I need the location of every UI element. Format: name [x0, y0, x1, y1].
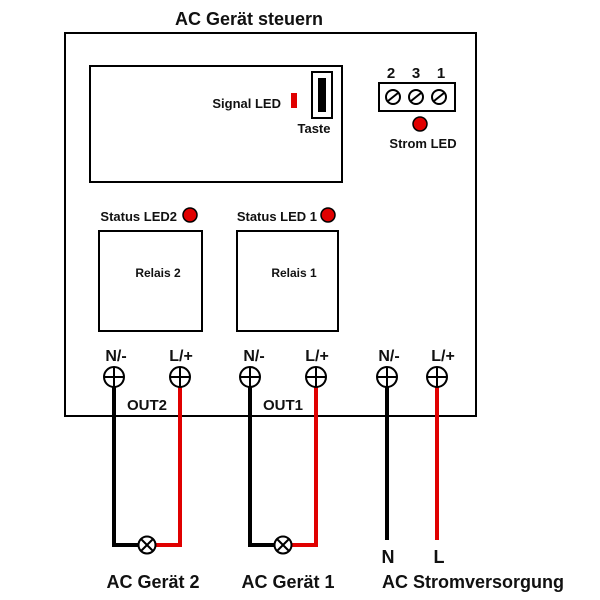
- status-led2-label: Status LED2: [100, 209, 177, 224]
- button-label: Taste: [298, 121, 331, 136]
- out1-n-terminal-icon: [239, 366, 261, 388]
- supply-n-letter: N: [382, 547, 395, 567]
- status-led1-label: Status LED 1: [237, 209, 317, 224]
- device1-lamp-icon: [273, 535, 293, 555]
- out2-n-terminal-icon: [103, 366, 125, 388]
- terminal-screw-icon: [431, 89, 447, 105]
- power-terminal-block: [378, 82, 456, 112]
- device2-lamp-icon: [137, 535, 157, 555]
- supply-n-label: N/-: [378, 348, 399, 365]
- out2-n-label: N/-: [105, 348, 126, 365]
- supply-l-label: L/+: [431, 348, 455, 365]
- out1-neutral-wire: [248, 377, 275, 547]
- terminal-screw-icon: [385, 89, 401, 105]
- supply-n-terminal-icon: [376, 366, 398, 388]
- device1-label: AC Gerät 1: [241, 572, 334, 592]
- power-terminal-number-2: 2: [387, 65, 395, 82]
- push-button-icon[interactable]: [311, 71, 333, 119]
- out1-n-label: N/-: [243, 348, 264, 365]
- power-led-icon: [412, 116, 428, 132]
- status-led2-icon: [182, 207, 198, 223]
- device2-label: AC Gerät 2: [106, 572, 199, 592]
- signal-led-label: Signal LED: [212, 96, 281, 111]
- out2-l-terminal-icon: [169, 366, 191, 388]
- relay1-label: Relais 1: [271, 266, 317, 280]
- relay-1: [236, 230, 339, 332]
- power-led-label: Strom LED: [389, 136, 456, 151]
- receiver-board: [89, 65, 343, 183]
- status-led1-icon: [320, 207, 336, 223]
- out2-label: OUT2: [127, 397, 167, 414]
- out1-l-terminal-icon: [305, 366, 327, 388]
- out1-label: OUT1: [263, 397, 303, 414]
- power-terminal-number-1: 1: [437, 65, 445, 82]
- out2-live-wire: [155, 377, 182, 547]
- relay2-label: Relais 2: [135, 266, 181, 280]
- out2-l-label: L/+: [169, 348, 193, 365]
- power-terminal-number-3: 3: [412, 65, 420, 82]
- supply-l-terminal-icon: [426, 366, 448, 388]
- supply-l-letter: L: [434, 547, 445, 567]
- terminal-screw-icon: [408, 89, 424, 105]
- out1-live-wire: [292, 377, 318, 547]
- out1-l-label: L/+: [305, 348, 329, 365]
- relay-2: [98, 230, 203, 332]
- diagram-title: AC Gerät steuern: [175, 9, 323, 29]
- out2-neutral-wire: [112, 377, 139, 547]
- supply-label: AC Stromversorgung: [382, 572, 564, 592]
- signal-led-icon: [291, 93, 297, 108]
